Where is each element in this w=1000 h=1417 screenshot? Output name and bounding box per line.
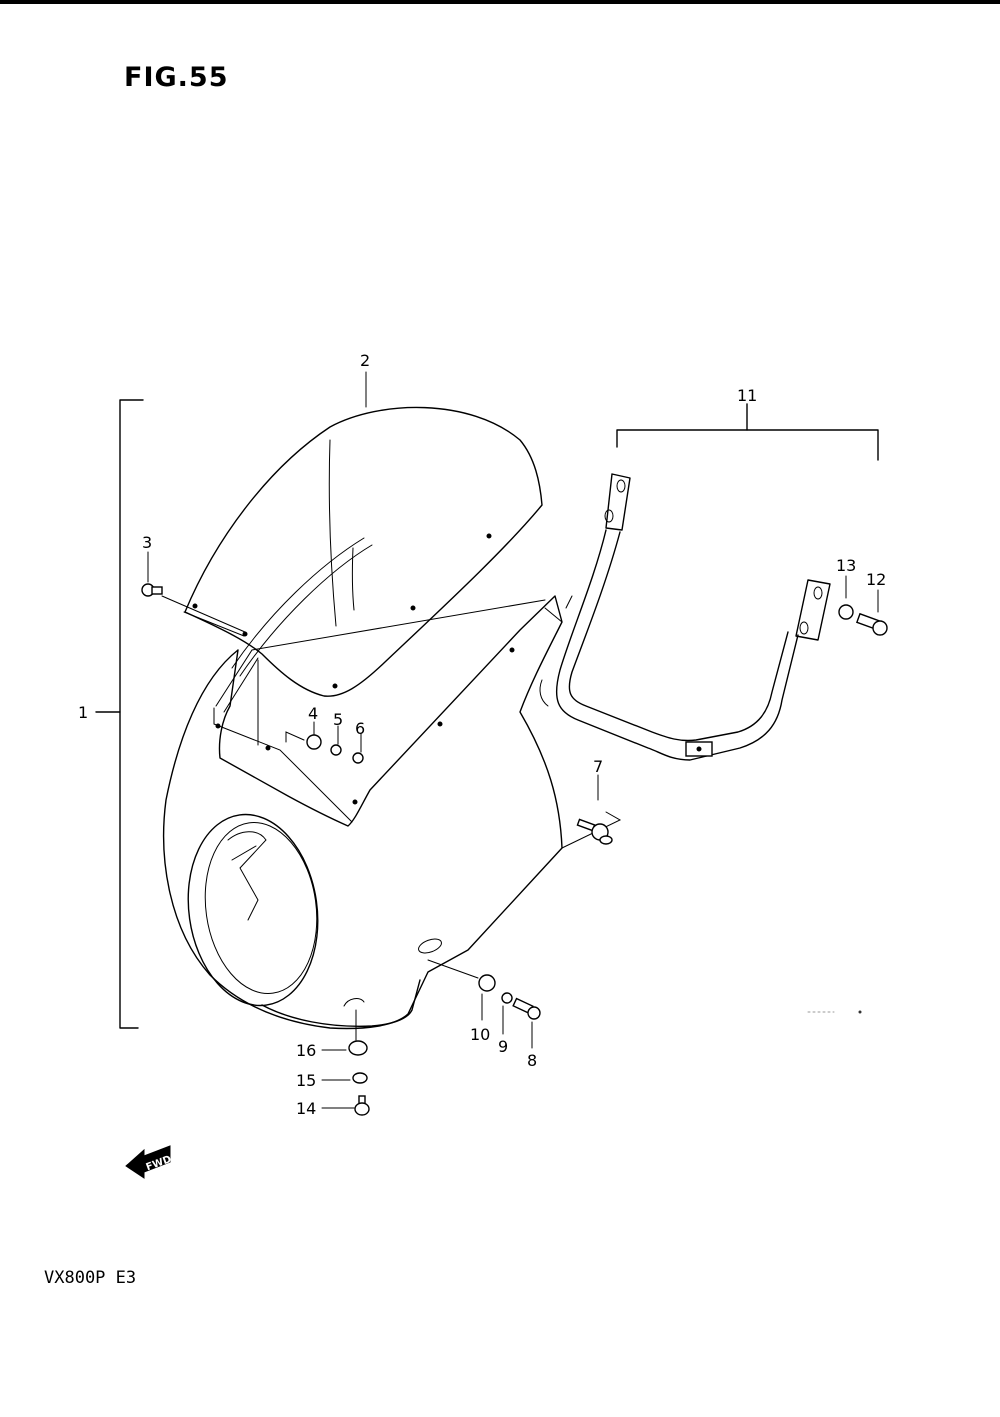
figure-title: FIG.55 xyxy=(124,62,229,93)
fairing-cowl-part xyxy=(162,595,622,1030)
windscreen-part xyxy=(184,371,543,697)
callout-13: 13 xyxy=(836,556,856,575)
callout-7: 7 xyxy=(593,757,603,776)
callout-10: 10 xyxy=(470,1025,490,1044)
callout-12: 12 xyxy=(866,570,886,589)
screw-part-3 xyxy=(141,551,248,637)
mounting-bracket-part-11 xyxy=(539,403,879,761)
callout-5: 5 xyxy=(333,710,343,729)
callout-1: 1 xyxy=(78,703,88,722)
callout-11: 11 xyxy=(737,386,757,405)
bolt-washer-parts-12-13 xyxy=(838,575,888,636)
bolt-washer-parts-8-9-10 xyxy=(427,959,541,1049)
nut-parts-4-5-6 xyxy=(285,721,364,764)
callout-6: 6 xyxy=(355,719,365,738)
model-code: VX800P E3 xyxy=(44,1268,137,1288)
top-border-rule xyxy=(0,0,1000,4)
callout-2: 2 xyxy=(360,351,370,370)
fastener-parts-14-15-16 xyxy=(321,1009,370,1116)
assembly-bracket-1 xyxy=(95,399,144,1029)
callout-14: 14 xyxy=(296,1099,316,1118)
callout-9: 9 xyxy=(498,1037,508,1056)
callout-15: 15 xyxy=(296,1071,316,1090)
callout-4: 4 xyxy=(308,704,318,723)
callout-8: 8 xyxy=(527,1051,537,1070)
bolt-part-7 xyxy=(576,774,613,845)
scan-specks xyxy=(807,1010,862,1014)
callout-16: 16 xyxy=(296,1041,316,1060)
callout-labels: 1 2 3 4 5 6 7 8 9 10 11 12 13 14 15 16 xyxy=(78,351,886,1118)
callout-3: 3 xyxy=(142,533,152,552)
forward-direction-arrow: FWD xyxy=(125,1145,173,1179)
